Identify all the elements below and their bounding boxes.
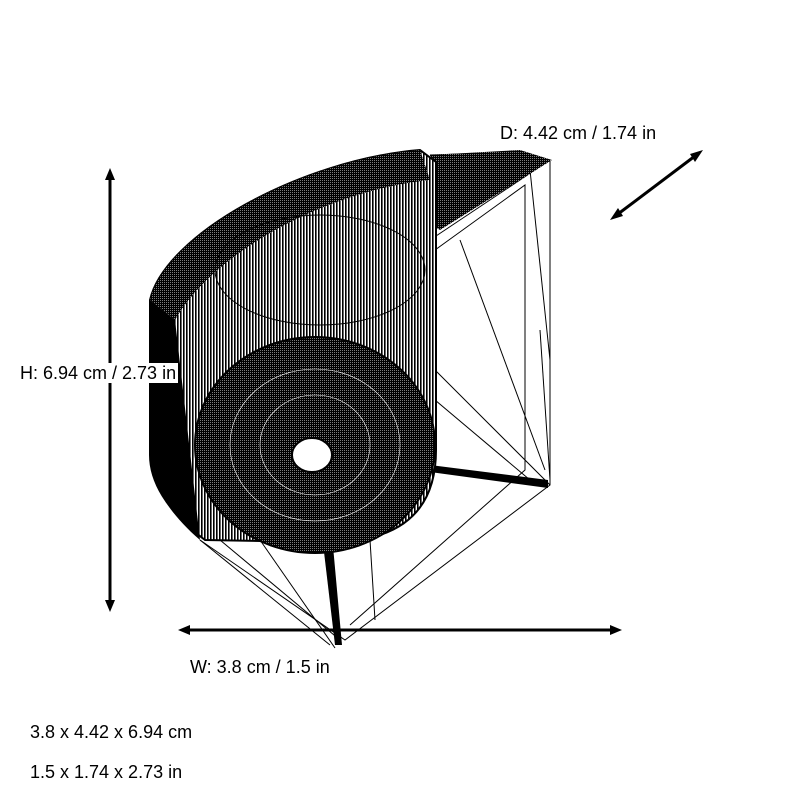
- summary-in: 1.5 x 1.74 x 2.73 in: [30, 762, 183, 782]
- height-label: H: 6.94 cm / 2.73 in: [18, 363, 179, 383]
- frame-strut: [430, 465, 548, 488]
- disk-hole: [291, 437, 333, 473]
- cup-left-wall: [150, 300, 200, 540]
- disk-ring: [259, 394, 371, 496]
- frame-top-band: [430, 150, 552, 230]
- width-arrow: [178, 625, 622, 635]
- height-arrow: [105, 168, 115, 612]
- disk-ring: [229, 368, 401, 522]
- cup-opening: [214, 214, 426, 326]
- depth-arrow: [610, 150, 703, 220]
- summary-cm: 3.8 x 4.42 x 6.94 cm: [30, 722, 193, 742]
- depth-label: D: 4.42 cm / 1.74 in: [500, 123, 657, 143]
- frame-leg: [322, 535, 342, 645]
- width-label: W: 3.8 cm / 1.5 in: [190, 657, 330, 677]
- cup-rim: [150, 150, 430, 320]
